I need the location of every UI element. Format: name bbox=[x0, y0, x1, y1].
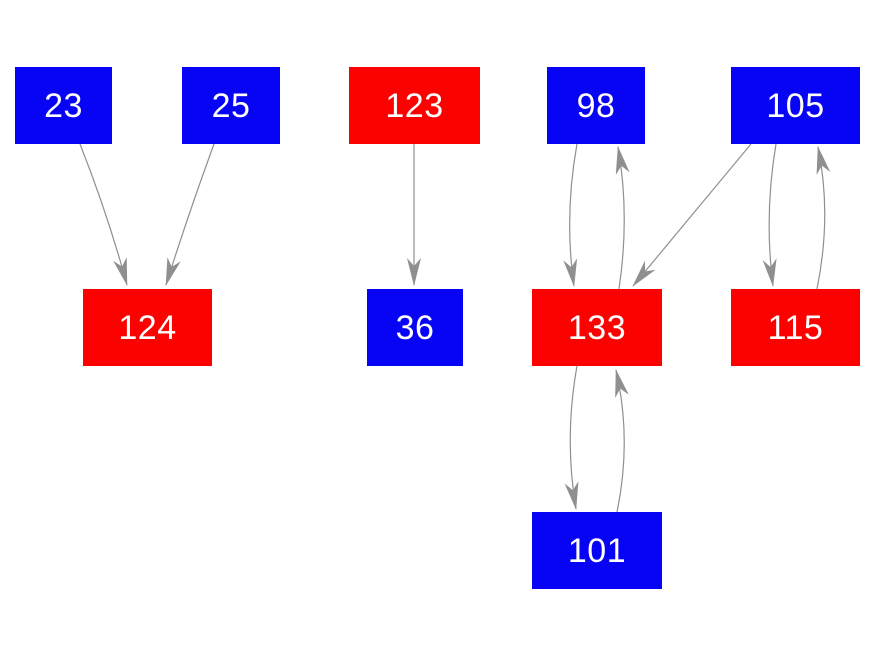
node-label: 101 bbox=[567, 531, 627, 570]
node-label: 115 bbox=[767, 308, 824, 347]
node-23[interactable]: 23 bbox=[15, 67, 112, 144]
node-98[interactable]: 98 bbox=[547, 67, 645, 144]
node-105[interactable]: 105 bbox=[731, 67, 860, 144]
node-label: 98 bbox=[576, 86, 616, 125]
edge-25-124 bbox=[165, 143, 215, 286]
edge-115-105 bbox=[816, 146, 831, 290]
edge-133-101 bbox=[564, 365, 579, 510]
edge-105-115 bbox=[762, 143, 777, 287]
node-124[interactable]: 124 bbox=[83, 289, 212, 366]
node-label: 133 bbox=[567, 308, 627, 347]
node-label: 25 bbox=[211, 86, 251, 125]
node-115[interactable]: 115 bbox=[731, 289, 860, 366]
node-123[interactable]: 123 bbox=[349, 67, 480, 144]
edge-98-133 bbox=[563, 143, 578, 287]
node-label: 123 bbox=[385, 86, 444, 125]
edge-133-98 bbox=[615, 146, 630, 290]
node-label: 36 bbox=[395, 308, 435, 347]
node-25[interactable]: 25 bbox=[182, 67, 280, 144]
node-133[interactable]: 133 bbox=[532, 289, 662, 366]
node-label: 23 bbox=[44, 86, 83, 125]
edge-105-133 bbox=[632, 143, 752, 287]
edge-101-133 bbox=[615, 369, 629, 513]
node-101[interactable]: 101 bbox=[532, 512, 662, 589]
node-36[interactable]: 36 bbox=[367, 289, 463, 366]
node-label: 105 bbox=[766, 86, 825, 125]
node-label: 124 bbox=[118, 308, 177, 347]
edge-group bbox=[79, 143, 831, 513]
edge-23-124 bbox=[79, 143, 128, 286]
